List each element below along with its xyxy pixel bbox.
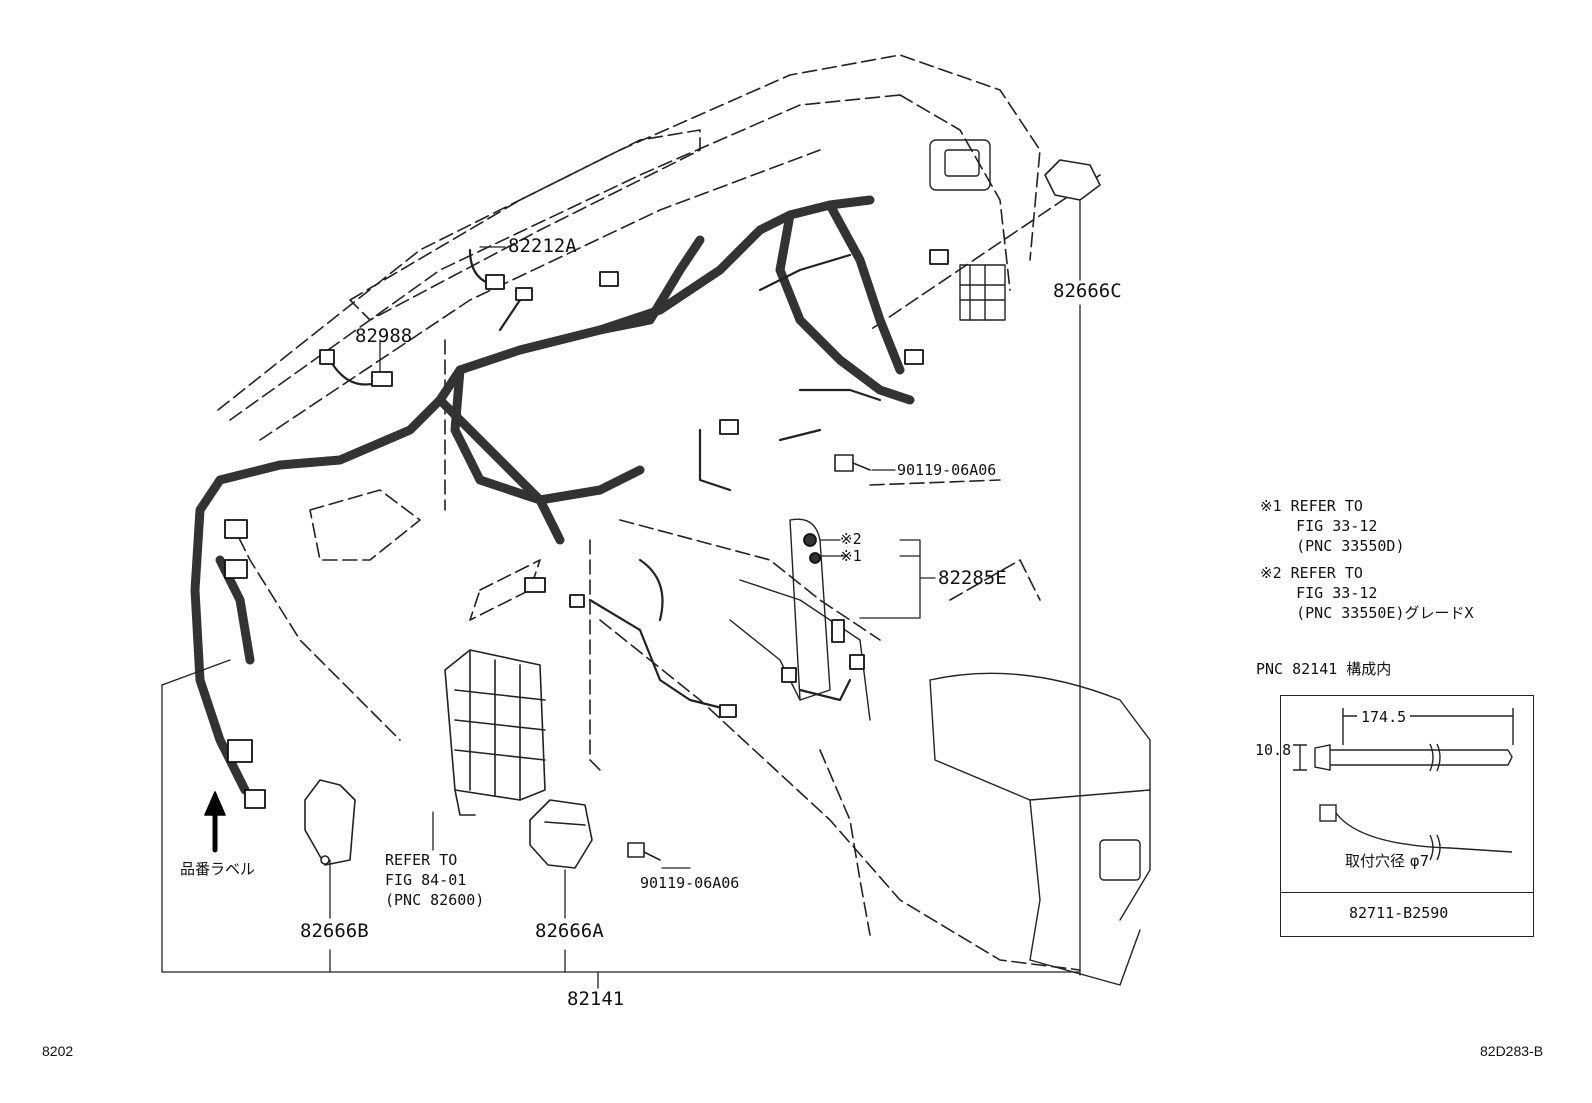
mounting-hole-note: 取付穴径 φ7: [1345, 852, 1430, 870]
part-82988-label: 82988: [355, 325, 413, 347]
dashboard-outline: [217, 54, 1101, 971]
center-vent: [929, 139, 1006, 321]
part-82141-label: 82141: [567, 988, 625, 1010]
height-dimension: 10.8: [1255, 741, 1292, 759]
part-number-label-note: 品番ラベル: [180, 860, 256, 878]
relay-82666B: [304, 779, 356, 866]
connectors: [224, 249, 949, 809]
inset-drawing: [1293, 708, 1514, 861]
leader-lines: [161, 199, 1081, 989]
footer-figure-code: 82D283-B: [1480, 1043, 1544, 1059]
note-mark-2: ※2: [840, 530, 862, 548]
note-1: ※1 REFER TO FIG 33-12 (PNC 33550D): [1260, 497, 1405, 555]
relay-82666A: [529, 799, 593, 869]
inset-box: 174.5 10.8 取付穴径 φ7 82711-B2590: [1255, 695, 1534, 937]
part-82212A-label: 82212A: [508, 235, 577, 257]
bolt-lower-label: 90119-06A06: [640, 874, 740, 892]
part-82666C-label: 82666C: [1053, 280, 1122, 302]
part-82666A-label: 82666A: [535, 920, 604, 942]
label-arrow: [204, 791, 226, 853]
part-82285E-label: 82285E: [938, 567, 1007, 589]
footer-page-code: 8202: [42, 1043, 74, 1059]
wire-harness: [190, 195, 915, 795]
relay-82666C: [1044, 159, 1101, 201]
center-console: [729, 518, 1151, 986]
bolts: [627, 454, 871, 861]
bolt-upper-label: 90119-06A06: [897, 461, 997, 479]
inset-part-number: 82711-B2590: [1349, 904, 1449, 922]
junction-block: [444, 649, 546, 816]
note-mark-1: ※1: [840, 547, 862, 565]
note-2: ※2 REFER TO FIG 33-12 (PNC 33550E)グレードX: [1260, 564, 1474, 622]
inset-divider: [1281, 892, 1533, 893]
part-82666B-label: 82666B: [300, 920, 369, 942]
length-dimension: 174.5: [1357, 710, 1411, 725]
inset-heading: PNC 82141 構成内: [1256, 660, 1392, 678]
refer-fig-84-note: REFER TO FIG 84-01 (PNC 82600): [385, 851, 485, 909]
